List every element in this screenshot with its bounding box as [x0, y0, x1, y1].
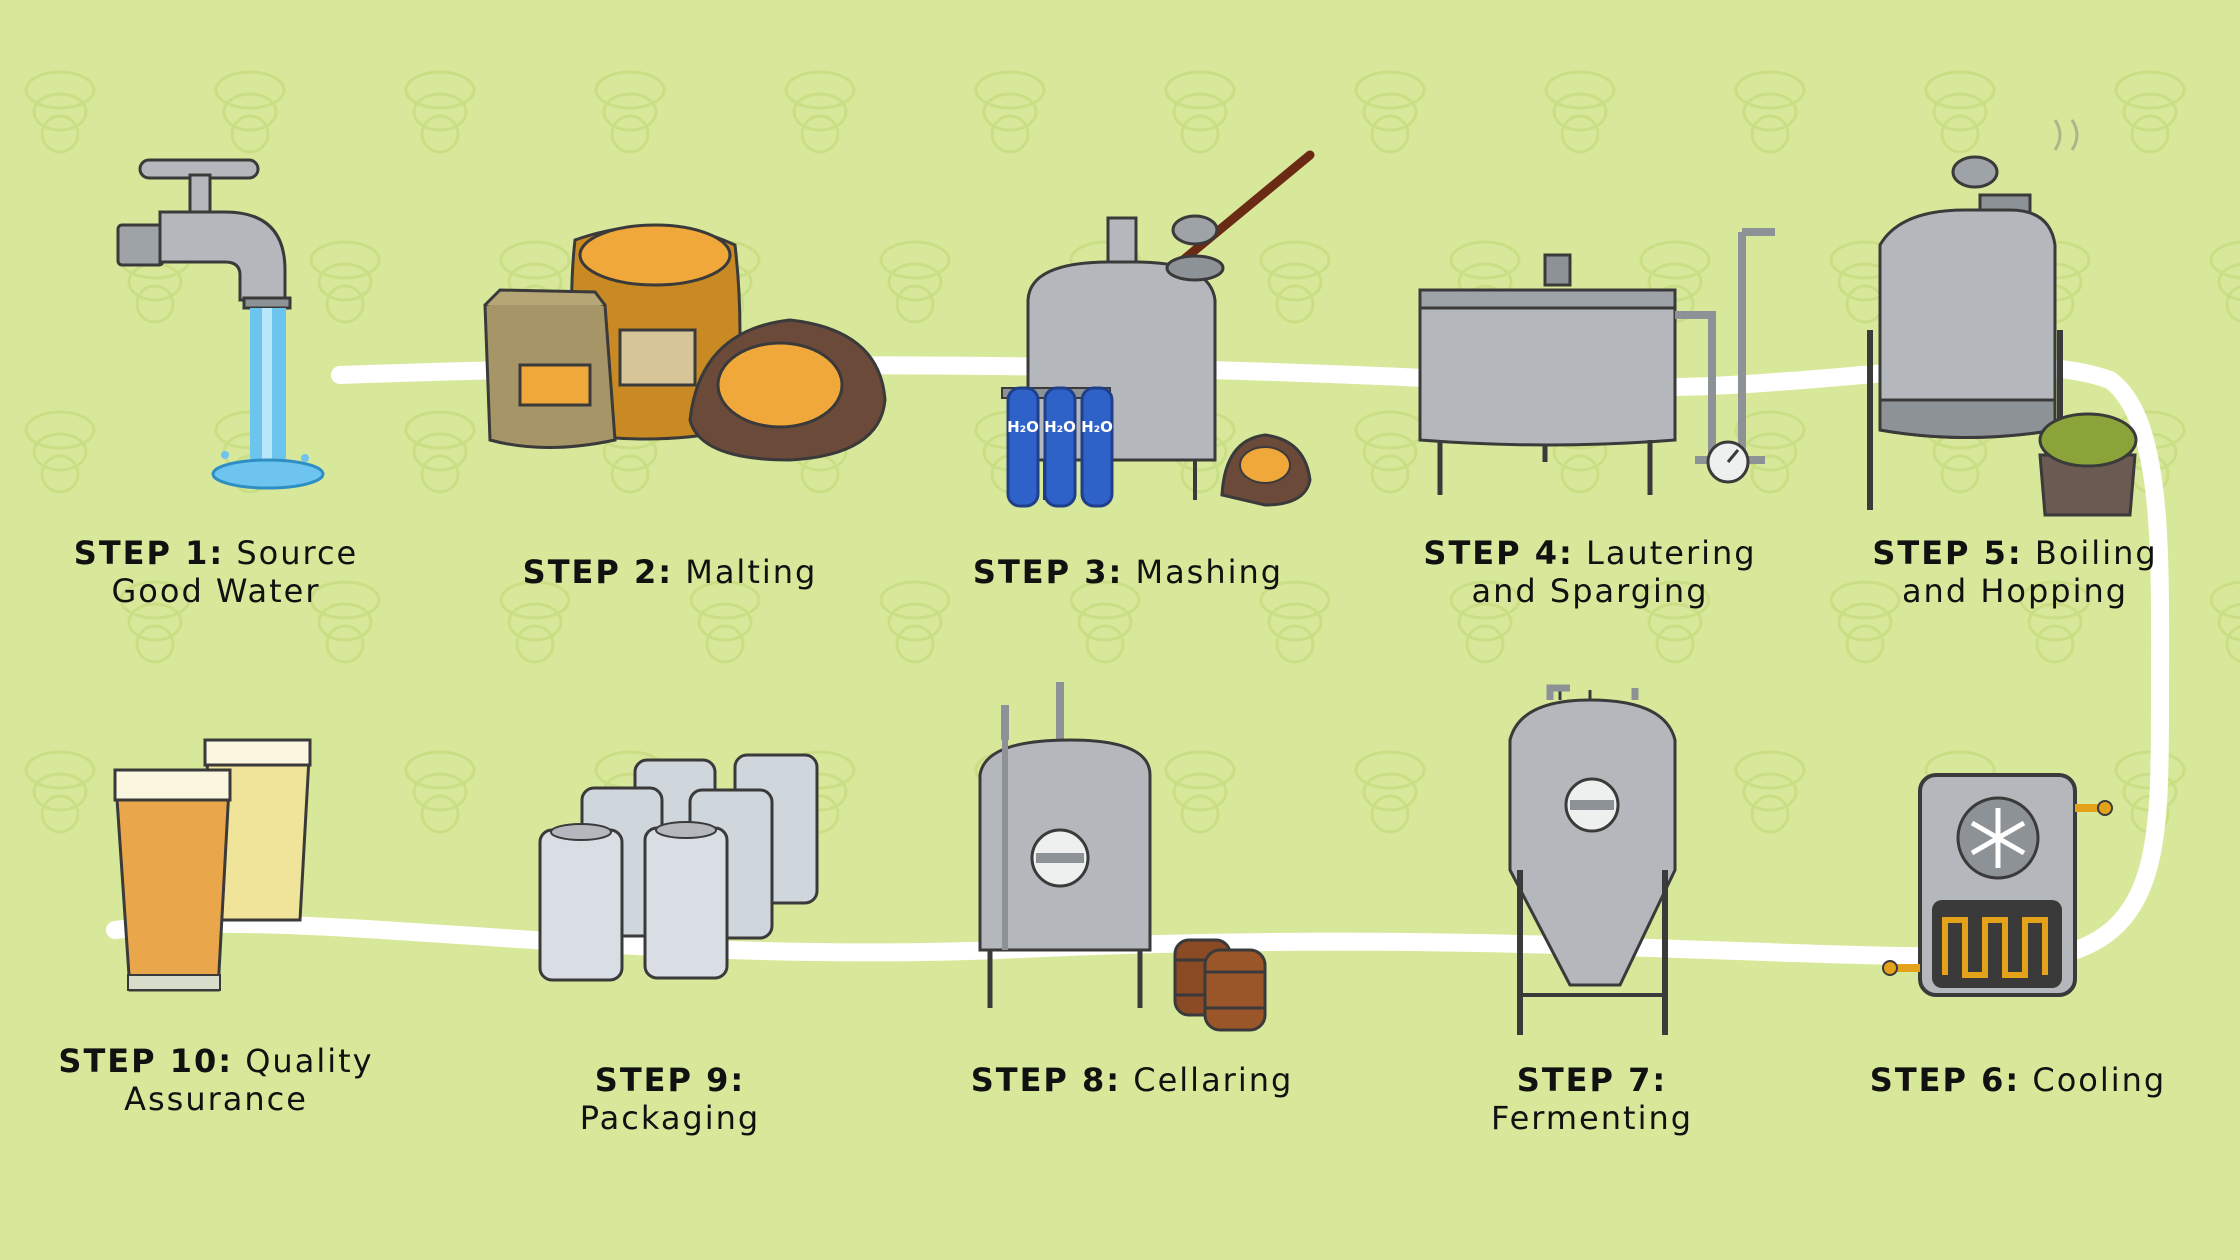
hop-cone-outline — [879, 240, 951, 324]
hop-cone-outline — [1164, 750, 1236, 834]
step-4-name-line1: Lautering — [1585, 534, 1757, 572]
step-9-number: STEP 9: — [594, 1061, 746, 1099]
hop-cone-outline — [24, 410, 96, 494]
step-9-label: STEP 9: Packaging — [500, 1061, 840, 1137]
step-10-name-line2: Assurance — [124, 1080, 308, 1118]
hop-cone-outline — [784, 70, 856, 154]
hop-cone-outline — [24, 750, 96, 834]
step-4-label: STEP 4: Lautering and Sparging — [1420, 534, 1760, 610]
step-7-number: STEP 7: — [1516, 1061, 1668, 1099]
hop-cone-outline — [879, 580, 951, 664]
top-band — [0, 0, 2240, 48]
hop-cone-outline — [2209, 580, 2240, 663]
step-5-number: STEP 5: — [1872, 534, 2023, 572]
hop-cone-outline — [974, 70, 1046, 154]
hop-cone-outline — [119, 580, 191, 664]
hop-cone-outline — [1544, 70, 1616, 154]
hop-cone-outline — [404, 750, 476, 834]
tank-label-3: H₂O — [1081, 418, 1113, 436]
step-3-label: STEP 3: Mashing — [958, 553, 1298, 591]
hop-cone-outline — [1924, 70, 1996, 154]
hop-cone-outline — [1259, 580, 1331, 664]
hop-cone-outline — [1069, 580, 1141, 664]
tank-label-1: H₂O — [1007, 418, 1039, 436]
step-3-name: Mashing — [1135, 553, 1284, 591]
hop-cone-outline — [309, 240, 381, 324]
step-1-label: STEP 1: Source Good Water — [46, 534, 386, 610]
step-10-label: STEP 10: Quality Assurance — [46, 1042, 386, 1118]
step-4-name-line2: and Sparging — [1471, 572, 1709, 610]
step-8-label: STEP 8: Cellaring — [962, 1061, 1302, 1099]
step-8-name: Cellaring — [1133, 1061, 1294, 1099]
hop-cone-outline — [1734, 70, 1806, 154]
step-5-name-line1: Boiling — [2034, 534, 2158, 572]
hop-cone-outline — [24, 70, 96, 154]
step-5-label: STEP 5: Boiling and Hopping — [1845, 534, 2185, 610]
step-8-number: STEP 8: — [970, 1061, 1122, 1099]
hop-cone-outline — [309, 580, 381, 664]
hop-cone-outline — [689, 580, 761, 664]
hop-cone-outline — [1734, 750, 1806, 834]
hop-cone-outline — [404, 70, 476, 154]
hop-cone-outline — [214, 70, 286, 154]
step-3-number: STEP 3: — [972, 553, 1124, 591]
step-6-label: STEP 6: Cooling — [1848, 1061, 2188, 1099]
step-2-name: Malting — [685, 553, 818, 591]
step-1-name-line2: Good Water — [111, 572, 321, 610]
hop-cone-outline — [1449, 580, 1521, 664]
step-10-name-line1: Quality — [245, 1042, 374, 1080]
hop-cone-outline — [1354, 70, 1426, 154]
hop-cone-outline — [1164, 70, 1236, 154]
flow-path-line — [106, 356, 2170, 966]
hop-cone-outline — [1354, 750, 1426, 834]
hop-cone-outline — [499, 580, 571, 664]
hop-cone-outline — [404, 410, 476, 494]
hop-cone-outline — [594, 70, 666, 154]
hop-cone-outline — [1259, 240, 1331, 324]
hop-cone-outline — [1639, 580, 1711, 664]
step-6-name: Cooling — [2032, 1061, 2167, 1099]
step-7-label: STEP 7: Fermenting — [1422, 1061, 1762, 1137]
hop-cone-outline — [1829, 580, 1901, 664]
step-1-number: STEP 1: — [73, 534, 225, 572]
step-2-label: STEP 2: Malting — [500, 553, 840, 591]
step-7-name: Fermenting — [1490, 1099, 1694, 1137]
step-10-number: STEP 10: — [58, 1042, 234, 1080]
hop-cone-outline — [2114, 70, 2186, 154]
tank-label-2: H₂O — [1044, 418, 1076, 436]
step-5-name-line2: and Hopping — [1901, 572, 2129, 610]
step-2-number: STEP 2: — [522, 553, 674, 591]
step-4-number: STEP 4: — [1423, 534, 1574, 572]
hop-cone-outline — [2019, 580, 2091, 664]
step-6-number: STEP 6: — [1869, 1061, 2021, 1099]
step-9-name: Packaging — [579, 1099, 761, 1137]
hop-cone-outline — [2209, 240, 2240, 323]
step-1-name-line1: Source — [236, 534, 359, 572]
